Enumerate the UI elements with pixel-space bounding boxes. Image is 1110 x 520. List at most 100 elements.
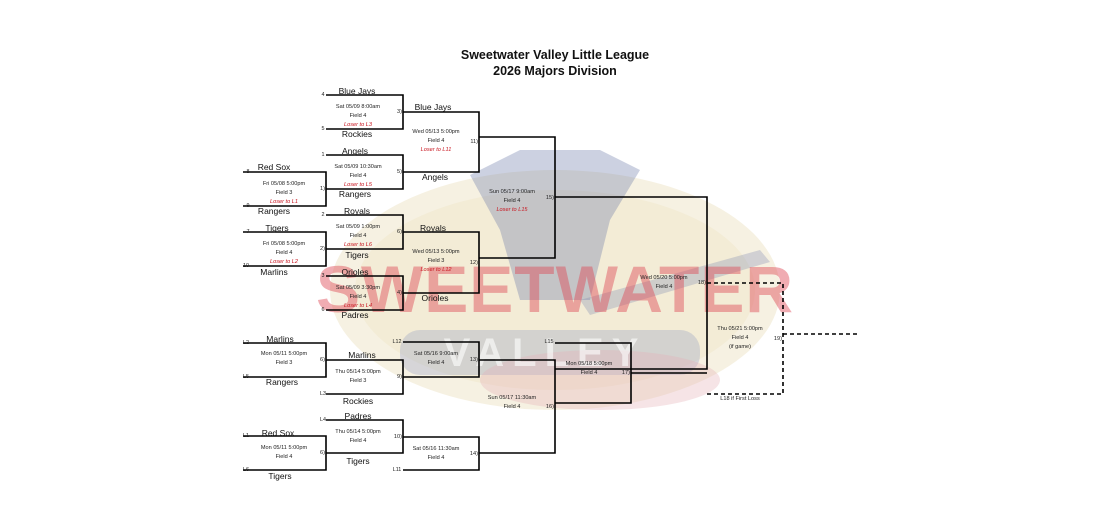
game-detail: Field 3 bbox=[275, 190, 293, 196]
seed-marker: 3 bbox=[321, 273, 325, 279]
game-number-g12: 12) bbox=[469, 259, 478, 266]
seed-marker: L12 bbox=[392, 339, 402, 345]
game-datetime: Fri 05/08 5:00pm bbox=[262, 241, 306, 247]
game-detail: Field 3 bbox=[275, 360, 293, 366]
game-datetime: Sat 05/09 8:00am bbox=[335, 104, 381, 110]
team-name: Royals bbox=[420, 223, 446, 233]
logo-oval-inner bbox=[355, 190, 755, 390]
logo-subword: VALLEY bbox=[444, 331, 647, 375]
seed-marker: 8 bbox=[246, 169, 250, 175]
game-number-g5: 5) bbox=[397, 169, 402, 175]
team-name: Marlins bbox=[348, 350, 376, 360]
game-datetime: Sat 05/16 11:30am bbox=[412, 446, 460, 452]
seed-marker: 7 bbox=[246, 229, 250, 235]
loser-destination: Loser to L1 bbox=[269, 199, 298, 205]
seed-marker: 10 bbox=[243, 263, 249, 269]
team-name: Padres bbox=[344, 411, 372, 421]
game-number-g19: 19) bbox=[773, 335, 782, 342]
seed-marker: L6 bbox=[243, 467, 249, 473]
team-name: Red Sox bbox=[261, 428, 295, 438]
game-detail: Field 4 bbox=[427, 360, 445, 366]
seed-marker: 1 bbox=[321, 152, 325, 158]
game-number-g16: 16) bbox=[545, 403, 554, 410]
game-datetime: Sat 05/09 3:30pm bbox=[335, 285, 381, 291]
game-number-g6: 6) bbox=[397, 229, 402, 235]
team-name: Marlins bbox=[266, 334, 294, 344]
game-detail: Field 4 bbox=[349, 113, 367, 119]
logo-bat-shape bbox=[580, 250, 770, 315]
game-detail: Field 3 bbox=[349, 378, 367, 384]
seed-marker: L3 bbox=[320, 391, 326, 397]
bracket-g12 bbox=[403, 231, 480, 294]
seed-marker: L5 bbox=[243, 374, 249, 380]
game-datetime: Sat 05/16 9:00am bbox=[413, 351, 459, 357]
game-datetime: Mon 05/11 5:00pm bbox=[260, 445, 308, 451]
team-name: Blue Jays bbox=[338, 86, 376, 96]
team-name: Rangers bbox=[257, 206, 291, 216]
team-name: Rockies bbox=[341, 129, 373, 139]
seed-marker: L15 bbox=[544, 339, 554, 345]
game-detail: Field 4 bbox=[580, 370, 598, 376]
game-detail: Field 4 bbox=[655, 284, 673, 290]
game-datetime: Sat 05/09 1:00pm bbox=[335, 224, 381, 230]
game-detail: Field 4 bbox=[427, 455, 445, 461]
game-detail: Field 3 bbox=[427, 258, 445, 264]
game-detail: Field 4 bbox=[349, 438, 367, 444]
page-subtitle: 2026 Majors Division bbox=[493, 64, 617, 78]
game-datetime: Mon 05/11 5:00pm bbox=[260, 351, 308, 357]
game-datetime: Thu 05/14 5:00pm bbox=[335, 429, 381, 435]
seed-marker: 6 bbox=[321, 307, 325, 313]
team-name: Rangers bbox=[338, 189, 372, 199]
team-name: Orioles bbox=[421, 293, 449, 303]
game-datetime: Wed 05/20 5:00pm bbox=[640, 275, 688, 281]
game-datetime: Thu 05/21 5:00pm bbox=[717, 326, 763, 332]
loser-destination: Loser to L5 bbox=[344, 182, 372, 188]
seed-marker: L1 bbox=[243, 433, 249, 439]
game-datetime: Sat 05/09 10:30am bbox=[334, 164, 382, 170]
game-number-g1: 1) bbox=[320, 186, 325, 192]
game-number-g11: 11) bbox=[470, 139, 478, 145]
game-datetime: Mon 05/18 5:00pm bbox=[565, 361, 613, 367]
loser-destination: Loser to L3 bbox=[343, 122, 372, 128]
game-datetime: Wed 05/13 5:00pm bbox=[412, 249, 460, 255]
if-first-loss-note: L18 if First Loss bbox=[720, 396, 760, 402]
seed-marker: 9 bbox=[246, 203, 250, 209]
bracket-g16 bbox=[479, 359, 556, 454]
game-detail: Field 4 bbox=[349, 233, 367, 239]
team-name: Angels bbox=[342, 146, 368, 156]
seed-marker: L2 bbox=[243, 340, 249, 346]
game-number-g3: 3) bbox=[397, 109, 402, 115]
game-datetime: Sun 05/17 9:00am bbox=[489, 189, 535, 195]
logo-wordmark: SWEETWATER bbox=[316, 252, 794, 326]
game-datetime: Sun 05/17 11:30am bbox=[487, 395, 537, 401]
team-name: Rangers bbox=[265, 377, 299, 387]
loser-destination: Loser to L11 bbox=[420, 147, 452, 153]
game-detail: Field 4 bbox=[275, 454, 293, 460]
game-detail: Field 4 bbox=[503, 198, 521, 204]
game-datetime: Wed 05/13 5:00pm bbox=[412, 129, 460, 135]
game-detail: Field 4 bbox=[349, 173, 367, 179]
game-detail: (if game) bbox=[728, 344, 752, 350]
team-name: Angels bbox=[422, 172, 448, 182]
team-name: Tigers bbox=[268, 471, 292, 481]
game-detail: Field 4 bbox=[503, 404, 521, 410]
game-number-g15: 15) bbox=[545, 194, 554, 201]
game-detail: Field 4 bbox=[349, 294, 367, 300]
loser-destination: Loser to L4 bbox=[343, 303, 372, 309]
